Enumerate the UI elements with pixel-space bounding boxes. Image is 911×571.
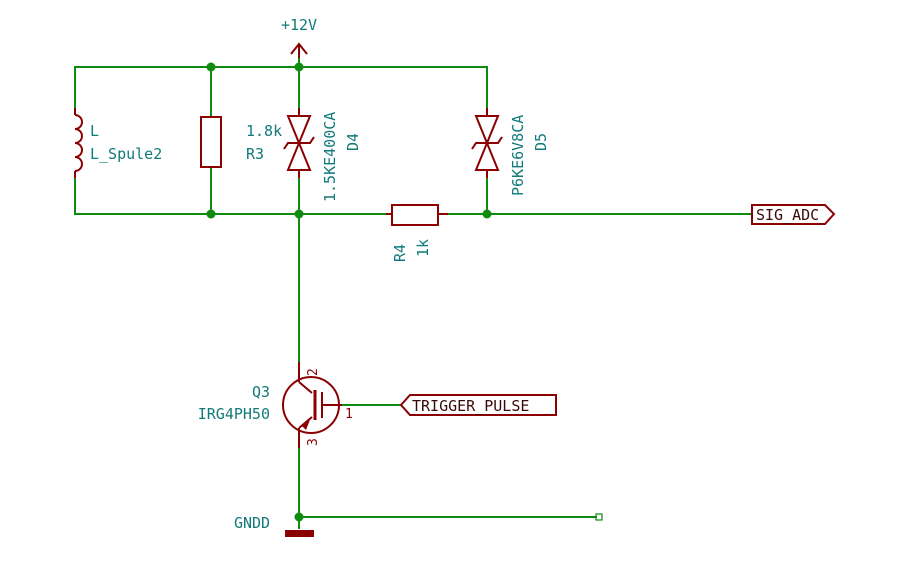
junctions — [206, 62, 603, 522]
wires — [74, 55, 753, 529]
tvs-diode-d5[interactable]: P6KE6V8CA D5 — [471, 108, 550, 196]
trigger-pulse-text: TRIGGER_PULSE — [412, 397, 529, 415]
d4-bar-icon — [283, 136, 315, 150]
resistor-r3[interactable]: 1.8k R3 — [200, 116, 282, 168]
junction-dot — [294, 62, 304, 72]
q3-value: IRG4PH50 — [198, 405, 270, 423]
r3-ref: R3 — [246, 145, 264, 163]
power-gnd-symbol[interactable]: GNDD — [234, 514, 314, 537]
vcc-label: +12V — [281, 16, 317, 34]
d5-lower-triangle-icon — [474, 140, 500, 171]
igbt-q3[interactable]: 2 1 3 Q3 IRG4PH50 — [198, 362, 353, 448]
d5-value: P6KE6V8CA — [509, 115, 527, 196]
junction-dot — [294, 512, 304, 522]
sig-adc-text: SIG_ADC — [756, 206, 819, 224]
d4-upper-triangle-icon — [286, 115, 312, 146]
q3-pin-gate: 1 — [345, 407, 353, 422]
inductor-ref: L — [90, 122, 99, 140]
r4-ref: R4 — [391, 244, 409, 262]
resistor-r4-body-icon — [391, 204, 439, 226]
q3-pin-collector: 2 — [306, 368, 321, 376]
power-vcc-symbol[interactable]: +12V — [281, 16, 317, 58]
d4-ref: D4 — [344, 133, 362, 151]
unconnected-wire-end — [595, 513, 603, 521]
d4-lower-triangle-icon — [286, 140, 312, 171]
gnd-label: GNDD — [234, 514, 270, 532]
d4-value: 1.5KE400CA — [321, 112, 339, 202]
resistor-r3-body-icon — [200, 116, 222, 168]
inductor-l[interactable]: L L_Spule2 — [74, 108, 162, 178]
q3-pin-emitter: 3 — [306, 438, 321, 446]
junction-dot — [206, 62, 216, 72]
q3-collector-line — [298, 381, 313, 394]
net-label-sig-adc[interactable]: SIG_ADC — [751, 204, 836, 225]
resistor-r4[interactable]: R4 1k — [386, 204, 448, 262]
junction-dot — [482, 209, 492, 219]
junction-dot — [294, 209, 304, 219]
trigger-pulse-flag-icon — [399, 394, 557, 416]
d5-ref: D5 — [532, 133, 550, 151]
sig-adc-flag-icon — [751, 204, 836, 225]
r4-value: 1k — [414, 239, 432, 257]
r3-value: 1.8k — [246, 122, 282, 140]
d5-bar-icon — [471, 136, 503, 150]
inductor-coil-icon — [74, 114, 83, 172]
junction-dot — [206, 209, 216, 219]
q3-ref: Q3 — [252, 383, 270, 401]
tvs-diode-d4[interactable]: 1.5KE400CA D4 — [283, 108, 362, 202]
d5-upper-triangle-icon — [474, 115, 500, 146]
net-label-trigger-pulse[interactable]: TRIGGER_PULSE — [399, 394, 557, 416]
inductor-value: L_Spule2 — [90, 145, 162, 163]
vcc-arrow-icon — [290, 42, 308, 55]
gnd-bar-icon — [285, 530, 314, 537]
q3-emitter-arrow-icon — [302, 417, 311, 430]
